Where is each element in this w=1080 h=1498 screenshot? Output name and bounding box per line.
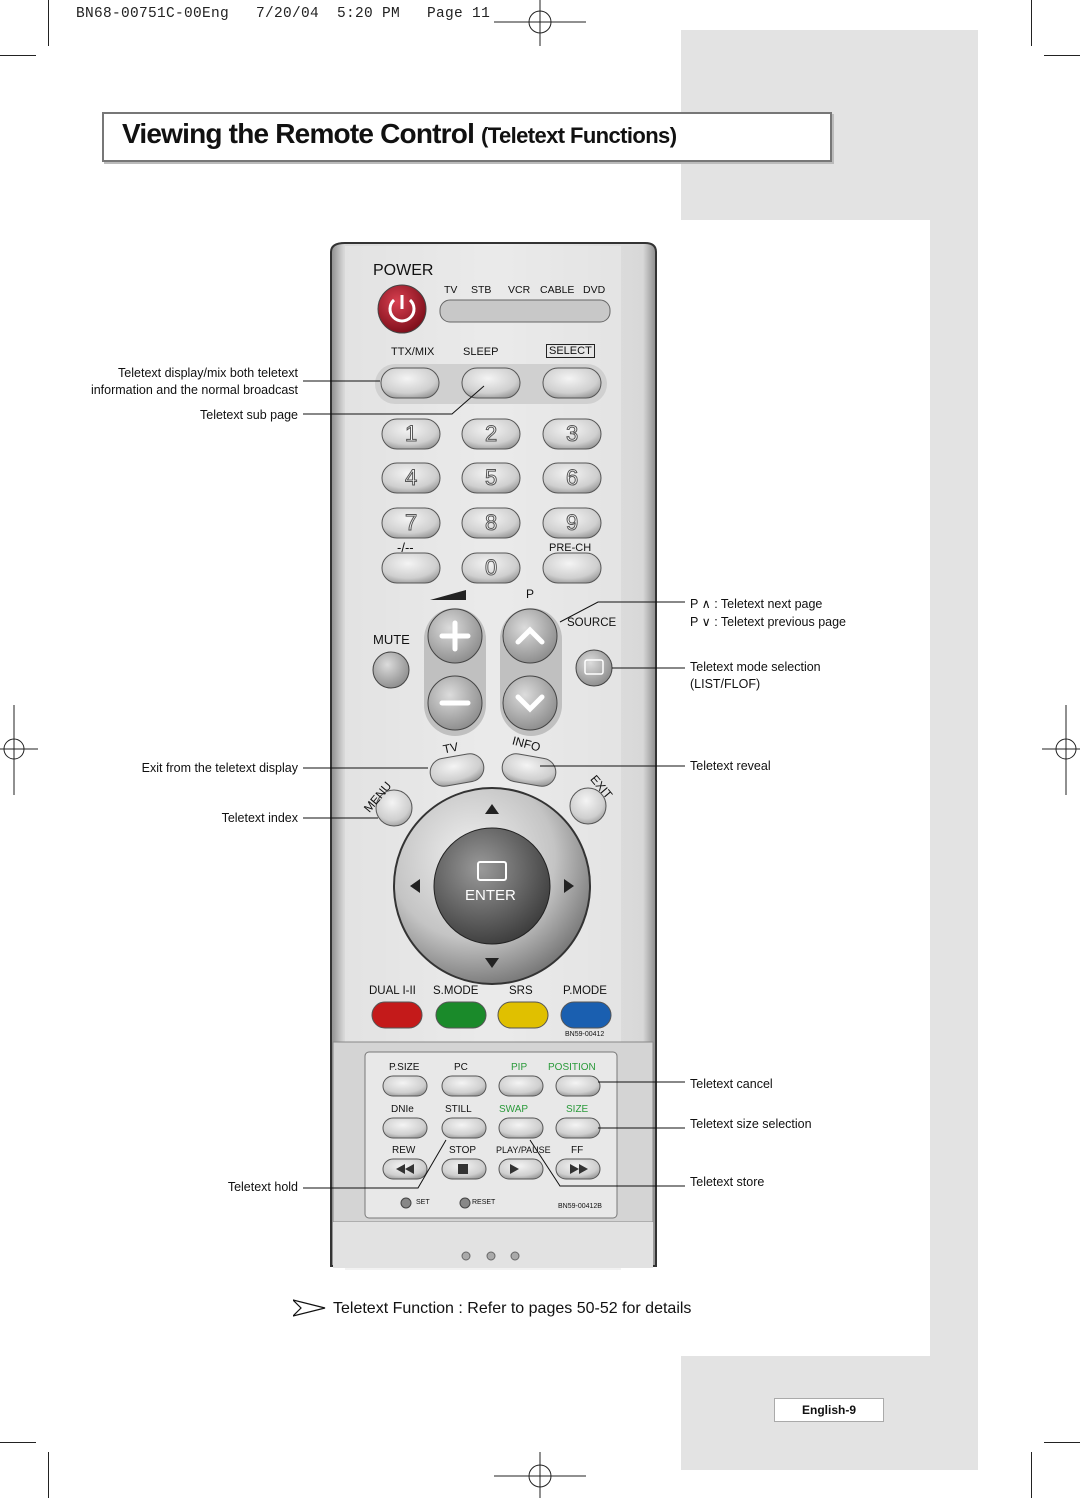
- title-box: [102, 112, 832, 162]
- dual-label: DUAL I-II: [369, 985, 416, 997]
- digit-6[interactable]: 6: [565, 465, 579, 491]
- pre-ch-label: PRE-CH: [549, 542, 592, 554]
- pmode-label: P.MODE: [563, 985, 607, 997]
- digit-1[interactable]: 1: [404, 421, 418, 447]
- crop-mark: [0, 1442, 36, 1443]
- crop-mark: [0, 55, 36, 56]
- callout-hold: Teletext hold: [227, 1180, 298, 1194]
- mode-tv: TV: [444, 284, 458, 296]
- mode-stb: STB: [471, 284, 492, 296]
- digit-4[interactable]: 4: [404, 465, 418, 491]
- digit-2[interactable]: 2: [484, 421, 498, 447]
- pip-label: PIP: [511, 1062, 528, 1073]
- callout-prev-page: P ∨ : Teletext previous page: [690, 615, 847, 629]
- print-header: BN68-00751C-00Eng 7/20/04 5:20 PM Page 1…: [76, 6, 491, 22]
- callout-exit-display: Exit from the teletext display: [141, 761, 298, 775]
- size-label: SIZE: [566, 1104, 589, 1115]
- srs-label: SRS: [509, 985, 533, 997]
- sleep-label: SLEEP: [463, 346, 499, 358]
- side-band: [930, 218, 978, 1358]
- enter-label[interactable]: ENTER: [465, 887, 516, 904]
- callout-index: Teletext index: [221, 811, 298, 825]
- title-sub: (Teletext Functions): [481, 123, 677, 148]
- digit-3[interactable]: 3: [565, 421, 579, 447]
- mode-dvd: DVD: [583, 284, 606, 296]
- crop-mark: [48, 0, 49, 46]
- ttx-mix-label: TTX/MIX: [391, 346, 435, 358]
- callout-reveal: Teletext reveal: [690, 759, 771, 773]
- callout-cancel: Teletext cancel: [690, 1077, 773, 1091]
- crop-mark: [48, 1452, 49, 1498]
- crop-mark: [1031, 1452, 1032, 1498]
- still-label: STILL: [445, 1104, 472, 1115]
- reset-label: RESET: [472, 1199, 496, 1206]
- position-label: POSITION: [548, 1062, 596, 1073]
- footnote: Teletext Function : Refer to pages 50-52…: [333, 1300, 692, 1317]
- crop-mark: [1044, 55, 1080, 56]
- digit-7[interactable]: 7: [404, 510, 418, 536]
- select-label: SELECT: [546, 344, 595, 358]
- mode-vcr: VCR: [508, 284, 531, 296]
- rew-label: REW: [392, 1145, 416, 1156]
- psize-label: P.SIZE: [389, 1062, 420, 1073]
- callout-display-mix-1: Teletext display/mix both teletext: [118, 366, 298, 380]
- swap-label: SWAP: [499, 1104, 529, 1115]
- title-main: Viewing the Remote Control: [122, 118, 475, 149]
- callout-mode-sel-2: (LIST/FLOF): [690, 677, 761, 691]
- page-number: English-9: [774, 1398, 884, 1422]
- arrow-icon: [293, 1299, 326, 1317]
- crop-mark: [1044, 1442, 1080, 1443]
- stop-label: STOP: [449, 1145, 477, 1156]
- pc-label: PC: [454, 1062, 468, 1073]
- digit-9[interactable]: 9: [565, 510, 579, 536]
- callout-display-mix-2: information and the normal broadcast: [90, 383, 298, 397]
- mute-label: MUTE: [373, 632, 410, 647]
- dash-label: -/--: [397, 540, 414, 555]
- callout-store: Teletext store: [690, 1175, 765, 1189]
- power-label: POWER: [373, 262, 434, 279]
- digit-8[interactable]: 8: [484, 510, 498, 536]
- callout-mode-sel-1: Teletext mode selection: [690, 660, 821, 674]
- callout-size-sel: Teletext size selection: [690, 1117, 812, 1131]
- digit-0[interactable]: 0: [484, 555, 498, 581]
- ff-label: FF: [571, 1145, 584, 1156]
- callout-sub-page: Teletext sub page: [200, 408, 298, 422]
- digit-5[interactable]: 5: [484, 465, 498, 491]
- remote-control: [330, 242, 657, 1270]
- mode-cable: CABLE: [540, 284, 575, 296]
- callout-next-page: P ∧ : Teletext next page: [690, 597, 823, 611]
- p-label: P: [526, 587, 535, 601]
- model-label: BN59-00412: [565, 1031, 605, 1038]
- source-label: SOURCE: [567, 617, 617, 629]
- set-label: SET: [416, 1199, 430, 1206]
- page-title: Viewing the Remote Control (Teletext Fun…: [122, 118, 677, 150]
- model2-label: BN59-00412B: [558, 1203, 602, 1210]
- playpause-label: PLAY/PAUSE: [496, 1145, 551, 1155]
- crop-mark: [1031, 0, 1032, 46]
- dnie-label: DNIe: [391, 1104, 414, 1115]
- smode-label: S.MODE: [433, 985, 479, 997]
